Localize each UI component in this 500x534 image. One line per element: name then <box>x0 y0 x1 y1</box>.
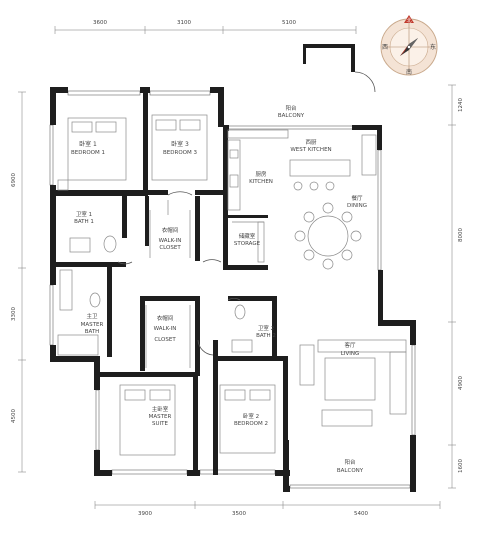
room-walk-in-closet-2: 衣帽间 WALK-IN CLOSET <box>154 314 177 343</box>
room-dining: 餐厅 DINING <box>347 194 367 209</box>
room-bedroom-2: 卧室 2 BEDROOM 2 <box>234 412 268 427</box>
room-living: 客厅 LIVING <box>341 341 359 357</box>
room-storage: 储藏室 STORAGE <box>234 232 261 247</box>
room-master-suite-cn: 主卧室 <box>152 405 169 413</box>
room-living-en: LIVING <box>341 351 359 357</box>
room-walk-in-2-en2: CLOSET <box>154 337 176 343</box>
room-master-suite: 主卧室 MASTER SUITE <box>149 405 172 427</box>
dim-left-1: 6900 <box>11 173 17 187</box>
room-bath-2-en: BATH 2 <box>256 333 276 339</box>
room-bath-1-en: BATH 1 <box>74 219 94 225</box>
room-storage-en: STORAGE <box>234 241 261 247</box>
room-walk-in-1-en1: WALK-IN <box>159 238 182 244</box>
room-bath-1-cn: 卫室 1 <box>76 210 92 218</box>
room-master-suite-en1: MASTER <box>149 414 172 420</box>
room-bath-2: 卫室 2 BATH 2 <box>256 324 276 339</box>
dimension-labels: 3600 3100 5100 3900 3500 5400 6900 3300 … <box>11 20 464 517</box>
dim-right-4: 1600 <box>458 459 464 473</box>
room-balcony-bottom: 阳台 BALCONY <box>337 458 364 474</box>
dim-bottom-3: 5400 <box>354 511 368 517</box>
room-kitchen: 厨房 KITCHEN <box>249 170 273 185</box>
dim-left-2: 3300 <box>11 307 17 321</box>
room-bedroom-1-cn: 卧室 1 <box>79 140 97 148</box>
room-walk-in-closet-1: 衣帽间 WALK-IN CLOSET <box>159 226 182 251</box>
room-west-kitchen-cn: 西厨 <box>305 139 317 146</box>
compass-west-label: 西 <box>382 44 388 51</box>
room-bedroom-3-cn: 卧室 3 <box>171 140 189 148</box>
room-bedroom-3: 卧室 3 BEDROOM 3 <box>163 140 197 156</box>
room-bedroom-1: 卧室 1 BEDROOM 1 <box>71 140 105 156</box>
room-master-bath: 主卫 MASTER BATH <box>81 312 104 335</box>
room-bedroom-2-en: BEDROOM 2 <box>234 421 268 427</box>
room-balcony-top: 阳台 BALCONY <box>278 104 305 119</box>
dim-left-3: 4500 <box>11 409 17 423</box>
dim-bottom-1: 3900 <box>138 511 152 517</box>
room-west-kitchen-en: WEST KITCHEN <box>290 147 331 153</box>
room-storage-cn: 储藏室 <box>239 232 256 240</box>
room-master-bath-cn: 主卫 <box>86 312 98 320</box>
room-bath-2-cn: 卫室 2 <box>258 324 274 332</box>
room-west-kitchen: 西厨 WEST KITCHEN <box>290 139 331 153</box>
doors <box>117 71 376 356</box>
room-kitchen-cn: 厨房 <box>255 170 267 178</box>
room-dining-en: DINING <box>347 203 367 209</box>
room-living-cn: 客厅 <box>344 341 356 349</box>
room-walk-in-1-cn: 衣帽间 <box>162 226 179 234</box>
room-labels: 卧室 1 BEDROOM 1 卧室 3 BEDROOM 3 阳台 BALCONY… <box>71 104 367 474</box>
room-bath-1: 卫室 1 BATH 1 <box>74 210 94 225</box>
room-master-bath-en1: MASTER <box>81 322 104 328</box>
room-master-bath-en2: BATH <box>85 329 100 335</box>
compass-icon: 北 西 东 南 <box>380 15 438 76</box>
room-dining-cn: 餐厅 <box>351 194 363 202</box>
compass-south-label: 南 <box>406 68 412 76</box>
dimension-lines <box>18 26 456 509</box>
dim-top-3: 5100 <box>282 20 296 26</box>
compass-east-label: 东 <box>430 43 436 51</box>
room-balcony-bottom-cn: 阳台 <box>344 458 356 466</box>
room-kitchen-en: KITCHEN <box>249 179 273 185</box>
compass-north-label: 北 <box>406 17 411 24</box>
room-balcony-bottom-en: BALCONY <box>337 468 364 474</box>
furniture <box>57 114 407 456</box>
dim-right-1: 1240 <box>458 98 464 112</box>
dim-top-1: 3600 <box>93 20 107 26</box>
room-walk-in-2-en1: WALK-IN <box>154 326 177 332</box>
walls <box>50 44 416 492</box>
room-bedroom-3-en: BEDROOM 3 <box>163 150 197 156</box>
dim-bottom-2: 3500 <box>232 511 246 517</box>
room-bedroom-2-cn: 卧室 2 <box>243 412 259 420</box>
room-master-suite-en2: SUITE <box>152 421 168 427</box>
room-bedroom-1-en: BEDROOM 1 <box>71 150 105 156</box>
dim-right-3: 4900 <box>458 376 464 390</box>
room-balcony-top-en: BALCONY <box>278 113 305 119</box>
room-walk-in-1-en2: CLOSET <box>159 245 181 251</box>
room-walk-in-2-cn: 衣帽间 <box>157 314 174 322</box>
dim-right-2: 8000 <box>458 228 464 242</box>
room-balcony-top-cn: 阳台 <box>285 104 297 112</box>
dim-top-2: 3100 <box>177 20 191 26</box>
